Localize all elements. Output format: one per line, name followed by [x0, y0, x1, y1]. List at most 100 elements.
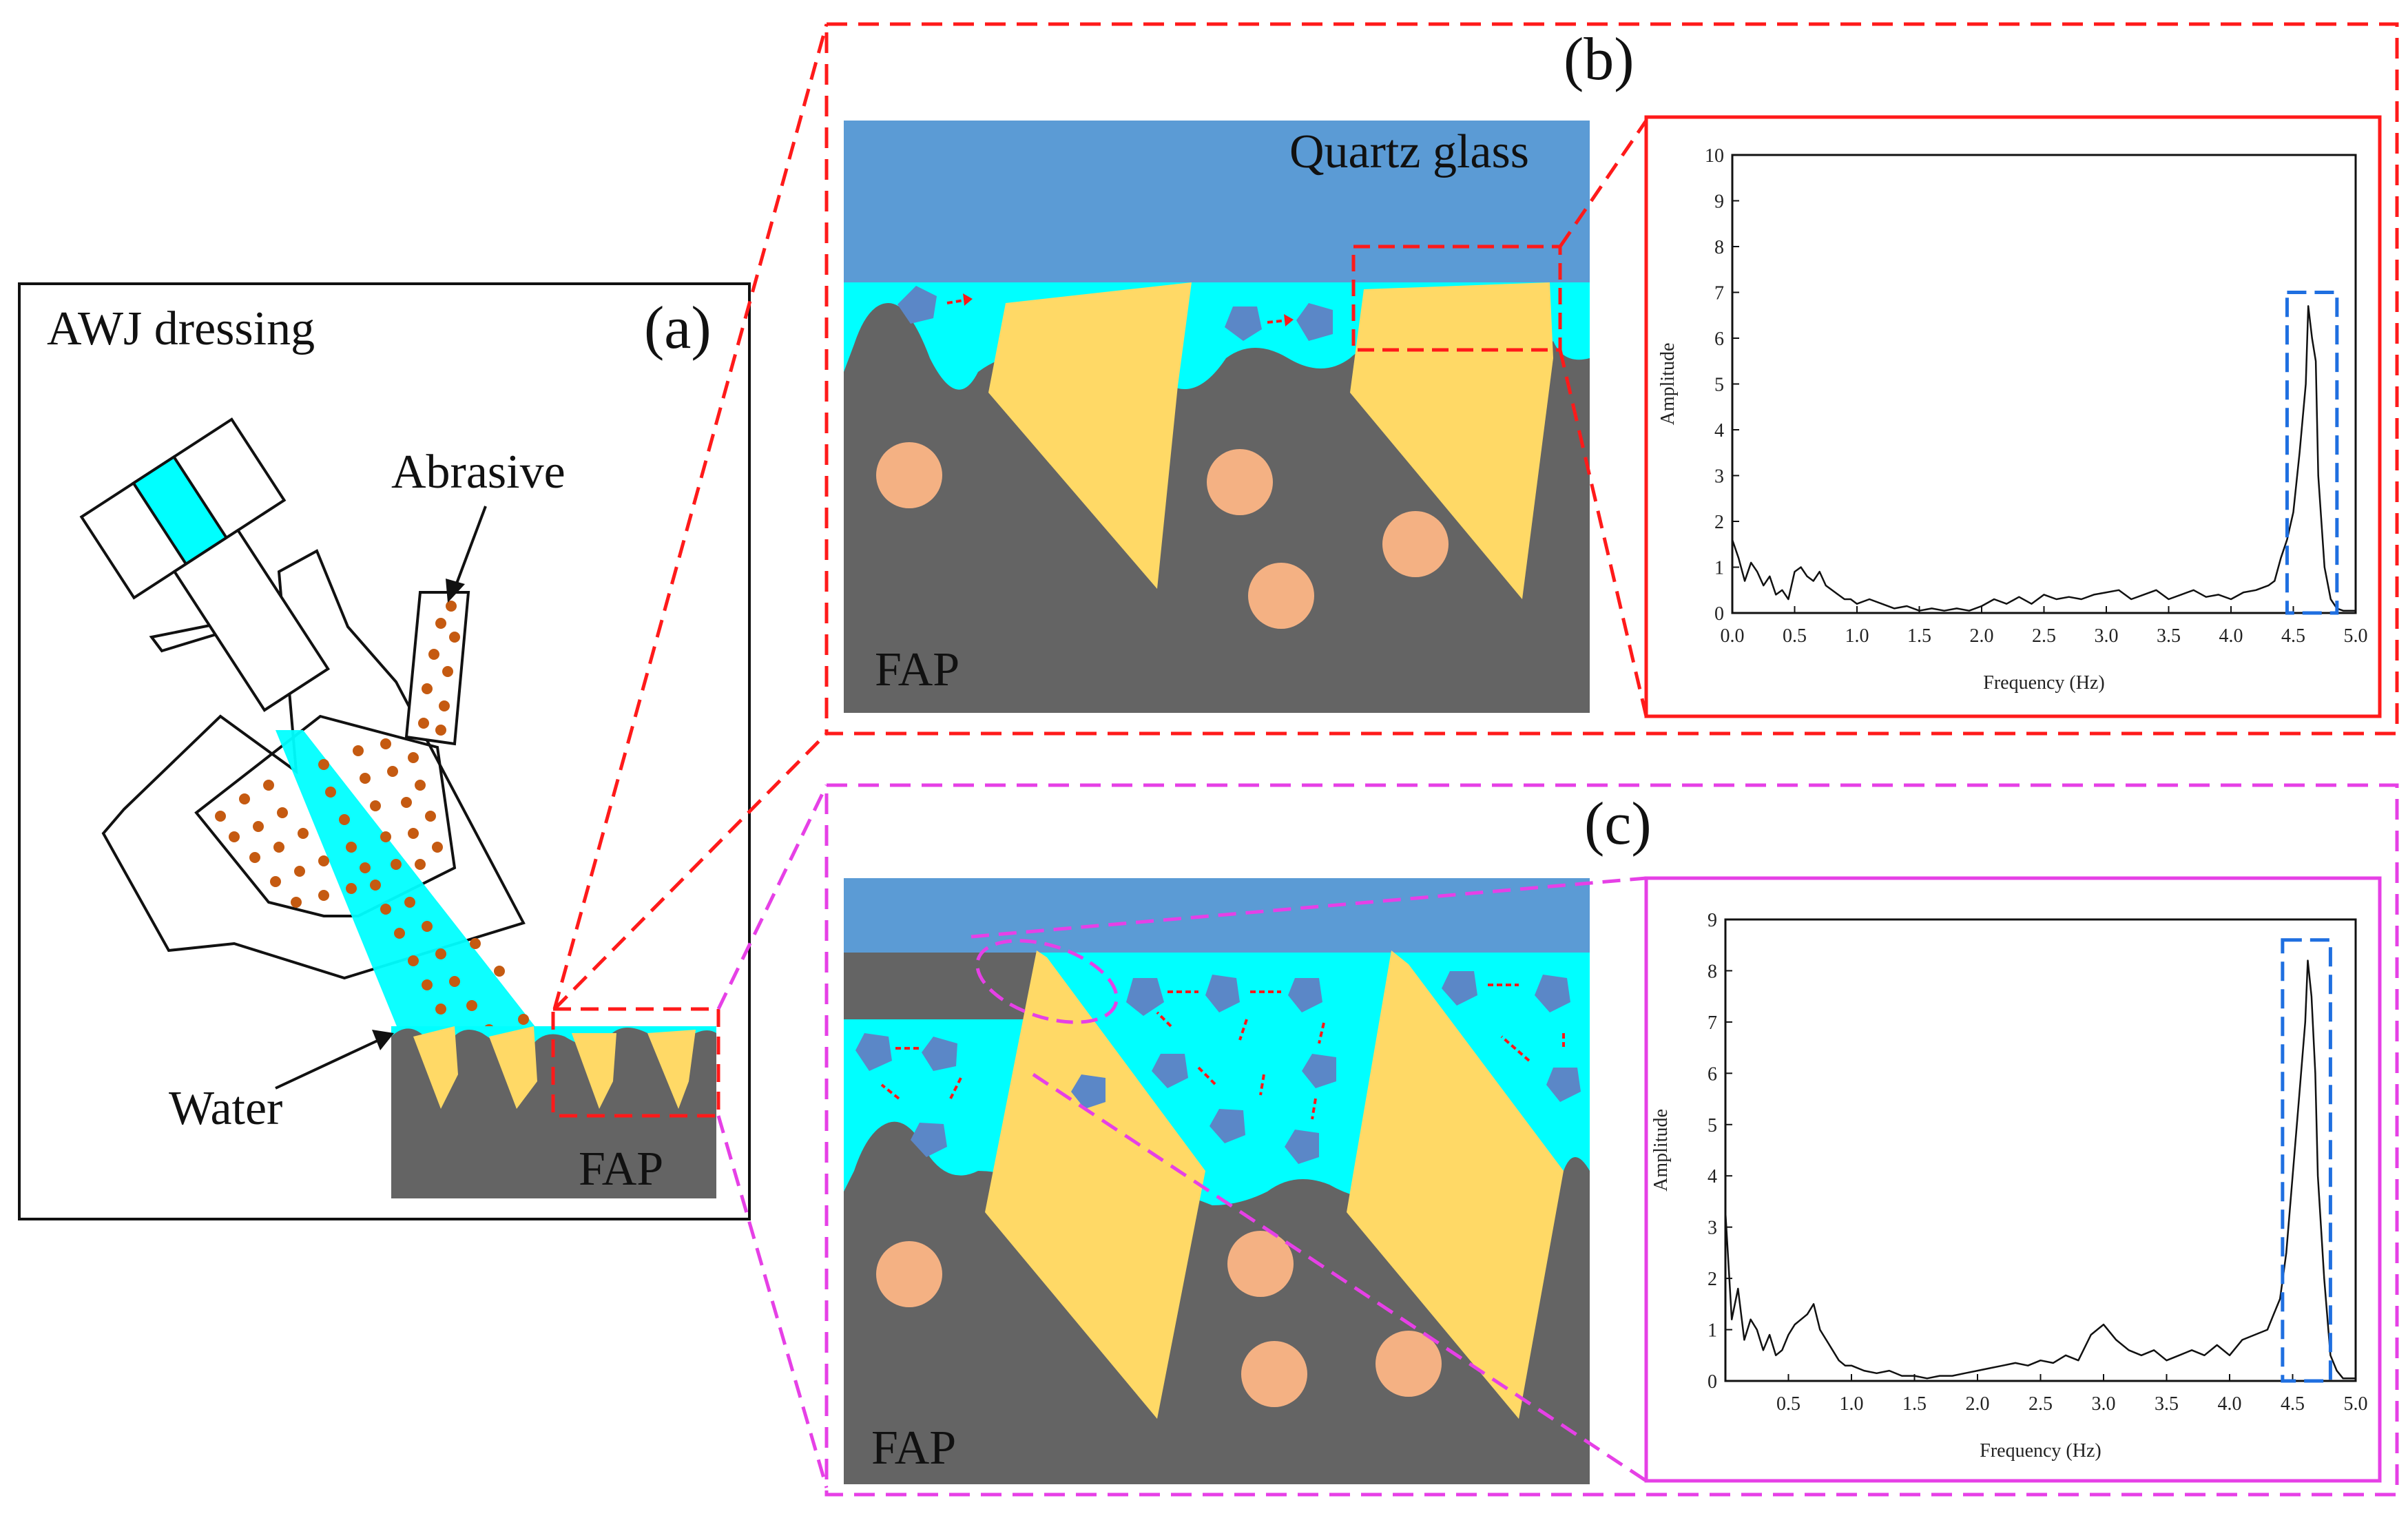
pore-c-3	[1376, 1331, 1442, 1397]
water-arrowhead	[372, 1030, 394, 1050]
chart-frame-c	[1644, 876, 2382, 1483]
flow-arrow-b-2	[1267, 319, 1289, 324]
x-tick-label: 5.0	[2344, 625, 2368, 647]
x-tick-label: 4.5	[2281, 625, 2305, 647]
x-tick-label: 1.5	[1902, 1393, 1927, 1415]
pore-c-4	[1241, 1341, 1307, 1407]
x-tick-label: 4.0	[2219, 625, 2243, 647]
x-tick-label: 3.0	[2092, 1393, 2116, 1415]
y-tick-label: 5	[1708, 1115, 1717, 1136]
y-tick-label: 8	[1714, 237, 1724, 258]
flow-arrow-b-1	[946, 298, 968, 304]
y-tick-label: 0	[1708, 1371, 1717, 1393]
x-tick-label: 0.5	[1776, 1393, 1800, 1415]
panel-a: AWJ dressing (a)	[18, 282, 751, 1220]
abrasive-label: Abrasive	[391, 446, 565, 499]
x-tick-label: 0.5	[1783, 625, 1807, 647]
y-tick-label: 8	[1708, 961, 1717, 982]
y-tick-label: 3	[1708, 1218, 1717, 1239]
orifice-tube	[172, 528, 330, 712]
abrasive-particle-b-2	[1225, 306, 1262, 341]
y-tick-label: 9	[1714, 191, 1724, 213]
zoom-line-b-chart-top	[1558, 119, 1648, 248]
x-tick-label: 5.0	[2344, 1393, 2368, 1415]
x-axis-label: Frequency (Hz)	[1983, 672, 2104, 694]
zoom-line-c-bottom	[716, 1115, 829, 1488]
x-tick-label: 4.0	[2218, 1393, 2242, 1415]
x-axis-label: Frequency (Hz)	[1980, 1440, 2101, 1462]
y-tick-label: 9	[1708, 910, 1717, 931]
zoom-line-c-top	[716, 784, 829, 1010]
chart-c: 0 1 2 3 4 5 6 7 8 9 0.5 1.0 1.5 2.0 2.5 3.0 3.5 4.0 4.5 5.0…	[1650, 910, 2368, 1462]
peak-highlight-box	[2285, 291, 2339, 615]
x-tick-label: 2.0	[1970, 625, 1994, 647]
y-tick-label: 1	[1708, 1320, 1717, 1342]
schematic-b	[844, 121, 1590, 713]
peak-highlight-box	[2281, 938, 2332, 1383]
x-tick-label: 1.0	[1840, 1393, 1864, 1415]
pore-b-1	[876, 442, 942, 508]
pore-c-2	[1227, 1231, 1294, 1297]
abrasive-particle-b-3	[1296, 303, 1333, 341]
pore-c-1	[876, 1241, 942, 1307]
grain-a-4	[647, 1030, 696, 1109]
grain-c-2	[1347, 950, 1564, 1419]
x-tick-label: 2.5	[2032, 625, 2056, 647]
grain-a-2	[489, 1026, 537, 1109]
y-tick-label: 4	[1714, 420, 1724, 441]
y-tick-label: 10	[1705, 145, 1724, 167]
y-tick-label: 6	[1714, 329, 1724, 350]
panel-a-title: AWJ dressing	[47, 302, 315, 355]
abrasive-particle-b-1	[897, 286, 937, 324]
x-tick-label: 2.5	[2028, 1393, 2053, 1415]
y-axis-label: Amplitude	[1657, 343, 1679, 426]
x-tick-label: 1.0	[1845, 625, 1869, 647]
abrasive-particles-c	[855, 971, 1581, 1164]
panel-a-label: (a)	[644, 295, 712, 362]
pore-b-3	[1382, 511, 1449, 577]
panel-c: (c)	[824, 783, 2399, 1497]
y-tick-label: 3	[1714, 466, 1724, 488]
y-tick-label: 1	[1714, 558, 1724, 579]
grain-a-1	[413, 1026, 458, 1109]
fap-label-b: FAP	[875, 643, 959, 696]
y-tick-label: 4	[1708, 1166, 1717, 1187]
y-tick-label: 2	[1714, 512, 1724, 533]
y-axis-label: Amplitude	[1650, 1109, 1672, 1192]
panel-c-label: (c)	[1584, 791, 1652, 857]
water-label: Water	[169, 1082, 282, 1135]
y-tick-label: 7	[1708, 1012, 1717, 1034]
fap-label-a: FAP	[579, 1143, 663, 1196]
x-tick-label: 2.0	[1966, 1393, 1990, 1415]
y-tick-label: 7	[1714, 283, 1724, 304]
zoom-ellipse-c	[975, 939, 1119, 1024]
water-inlet-block	[79, 417, 330, 712]
x-tick-label: 3.5	[2157, 625, 2181, 647]
x-tick-label: 3.0	[2095, 625, 2119, 647]
y-tick-label: 5	[1714, 375, 1724, 396]
zoom-line-b-chart-bottom	[1558, 349, 1648, 717]
grain-c-1	[985, 950, 1205, 1419]
zoom-line-b-top	[552, 23, 829, 1010]
flow-arrows-c	[880, 984, 1565, 1120]
quartz-glass-c	[844, 878, 1590, 953]
zoom-line-c-chart-top	[971, 876, 1647, 939]
zoom-line-b-bottom	[553, 732, 828, 1010]
x-tick-label: 1.5	[1907, 625, 1931, 647]
grain-a-3	[572, 1033, 616, 1109]
abrasive-dots-chamber	[215, 738, 443, 908]
quartz-glass-b	[844, 121, 1590, 282]
x-tick-label: 4.5	[2281, 1393, 2305, 1415]
grain-b-2	[1350, 282, 1553, 599]
zoom-line-c-chart-bottom	[1032, 1072, 1648, 1483]
x-tick-label: 3.5	[2155, 1393, 2179, 1415]
y-tick-label: 6	[1708, 1063, 1717, 1085]
abrasive-arrow	[453, 506, 487, 590]
water-arrow	[275, 1039, 380, 1090]
y-tick-label: 2	[1708, 1269, 1717, 1290]
zoom-box-a	[551, 1007, 720, 1118]
chart-frame-b	[1644, 115, 2382, 718]
